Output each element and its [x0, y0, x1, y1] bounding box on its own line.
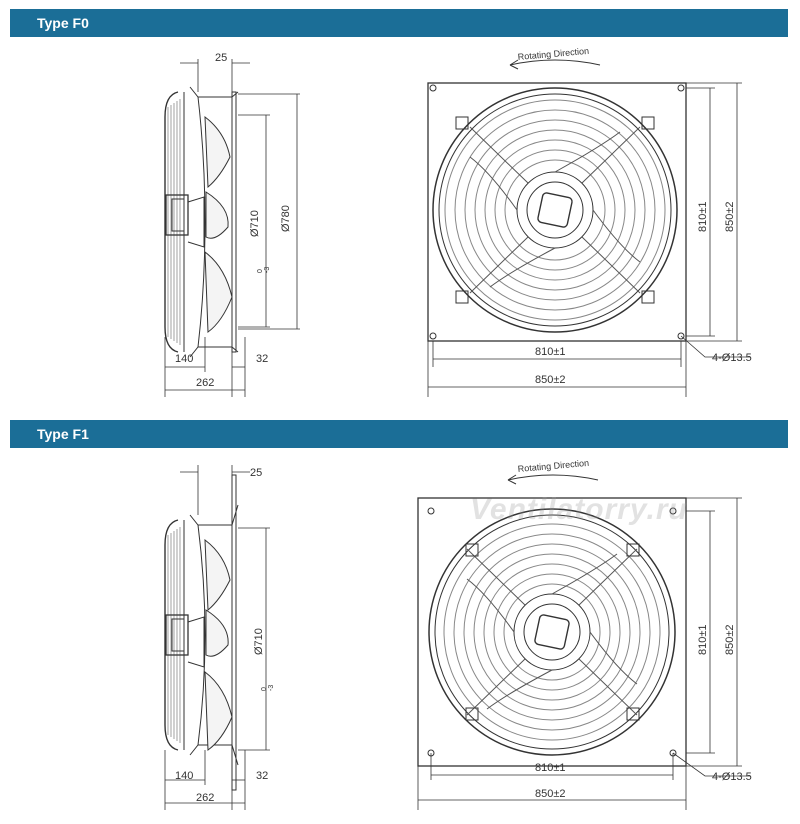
- dim-holes: 4-Ø13.5: [712, 352, 752, 364]
- dim-32: 32: [256, 770, 268, 782]
- watermark: Ventilatorry.ru: [470, 493, 688, 526]
- dim-850-v: 850±2: [724, 201, 736, 232]
- dim-holes: 4-Ø13.5: [712, 771, 752, 783]
- dim-25: 25: [250, 467, 262, 479]
- section-header-f1: Type F1: [10, 420, 788, 448]
- front-view-f1: [417, 474, 750, 810]
- dim-140: 140: [175, 353, 193, 365]
- dim-inner-dia: Ø710: [249, 210, 261, 237]
- side-view-f0: [164, 59, 300, 397]
- dim-outer-dia: Ø780: [280, 205, 292, 232]
- section-header-f0: Type F0: [10, 9, 788, 37]
- dim-inner-dia: Ø710: [253, 628, 265, 655]
- side-view-f1: [164, 465, 270, 810]
- dim-850-h: 850±2: [535, 374, 566, 386]
- dim-810-v: 810±1: [697, 624, 709, 655]
- drawing-f1: 25 Ø710 140 32 262: [164, 458, 752, 810]
- section-title: Type F1: [37, 426, 89, 442]
- dim-32: 32: [256, 353, 268, 365]
- dim-810-h: 810±1: [535, 762, 566, 774]
- dim-25: 25: [215, 52, 227, 64]
- dim-262: 262: [196, 792, 214, 804]
- dim-850-h: 850±2: [535, 788, 566, 800]
- dim-810-h: 810±1: [535, 346, 566, 358]
- section-title: Type F0: [37, 15, 89, 31]
- dim-140: 140: [175, 770, 193, 782]
- front-view-f0: [427, 59, 750, 397]
- dim-inner-tolerance: 0: [261, 687, 268, 691]
- dim-850-v: 850±2: [724, 624, 736, 655]
- drawing-f0: 25 Ø710 Ø780 140 32 262: [164, 46, 752, 397]
- dim-inner-tolerance: -3: [264, 267, 271, 273]
- dim-inner-tolerance: -3: [268, 685, 275, 691]
- dim-inner-tolerance: 0: [257, 269, 264, 273]
- dim-262: 262: [196, 377, 214, 389]
- rotating-direction: Rotating Direction: [517, 458, 589, 474]
- dim-810-v: 810±1: [697, 201, 709, 232]
